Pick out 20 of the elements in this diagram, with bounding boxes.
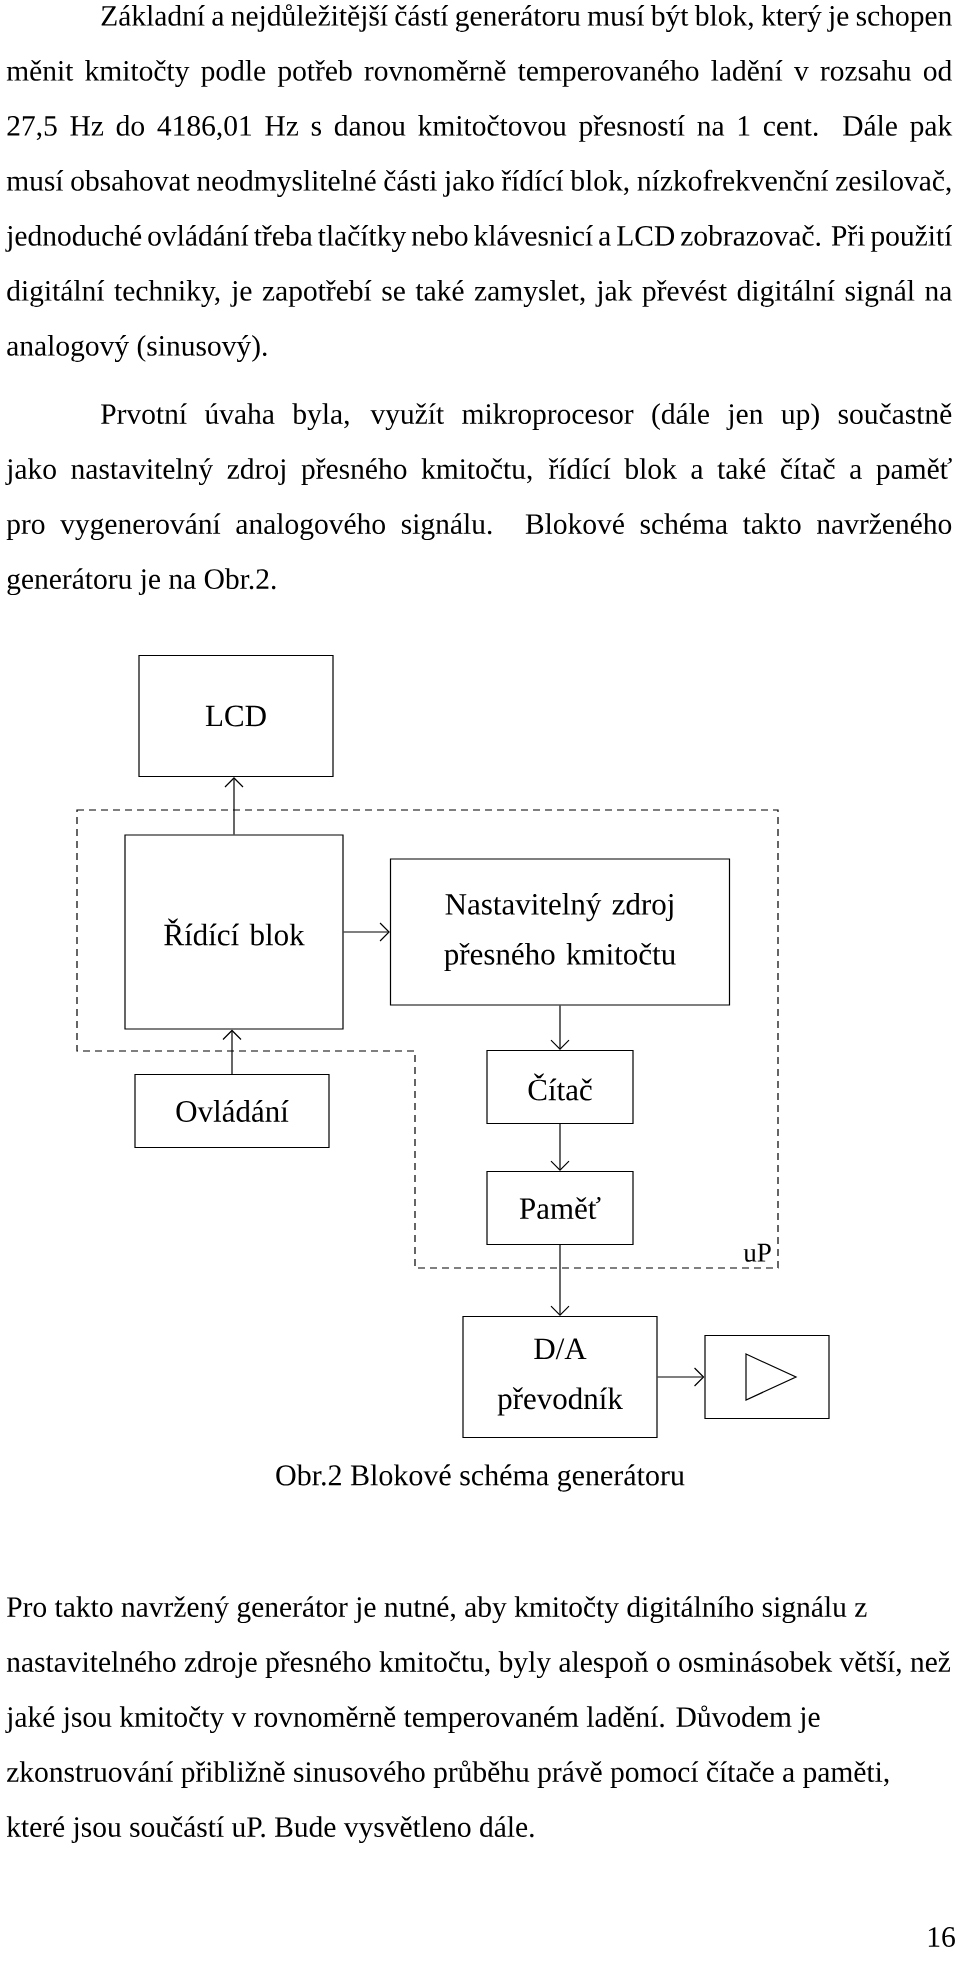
display-box: LCD [138,654,334,778]
controls-box: Ovládání [134,1073,330,1149]
amplifier-box [704,1334,830,1420]
arrow [550,1005,570,1050]
counter-box: Čítač [486,1049,634,1125]
paragraph: Základní a nejdůležitější částí generátoru musí být blok, který je schopen měnit kmitočty podle potřeb rovnoměrně temperovaného ladění v rozsahu od 27,5 Hz do 4186,01 Hz s danou kmitočtovou přesností na 1 cent. Dále pak musí obsahovat neodmyslitelné části jako řídící blok, nízkofrekvenční zesilovač, jednoduché ovládání třeba tlačítky nebo klávesnicí a LCD zobrazovač. Při použití digitální techniky, je zapotřebí se také zamyslet, jak převést digitální signál na analogový (sinusový). [5,4,953,362]
arrow [222,1029,242,1075]
page-number: 16 [928,1927,955,1947]
control-box: Řídící blok [124,834,344,1030]
converter-box: D/A převodník [462,1315,658,1439]
arrow [657,1367,705,1387]
arrow [224,777,244,835]
paragraph: Pro takto navržený generátor je nutné, aby kmitočty digitálního signálu z nastavitelného zdroje přesného kmitočtu, byly alespoň o osminásobek větší, než jaké jsou kmitočty v rovnoměrně temperovaném ladění. Důvodem je zkonstruování přibližně sinusového průběhu právě pomocí čítače a paměti, které jsou součástí uP. Bude vysvětleno dále. [5,1596,951,1844]
memory-box: Paměť [486,1170,634,1246]
frequency-source-box: Nastavitelný zdroj přesného kmitočtu [389,858,731,1006]
arrow [550,1244,570,1316]
arrow [550,1123,570,1171]
figure-caption: Obr.2 Blokové schéma generátoru [276,1464,685,1492]
paragraph: Prvotní úvaha byla, využít mikroprocesor (dále jen up) součastně jako nastavitelný zdroj přesného kmitočtu, řídící blok a také čítač a paměť pro vygenerování analogového signálu. Blokové schéma takto navrženého generátoru je na Obr.2. [5,403,952,596]
arrow [343,922,390,942]
